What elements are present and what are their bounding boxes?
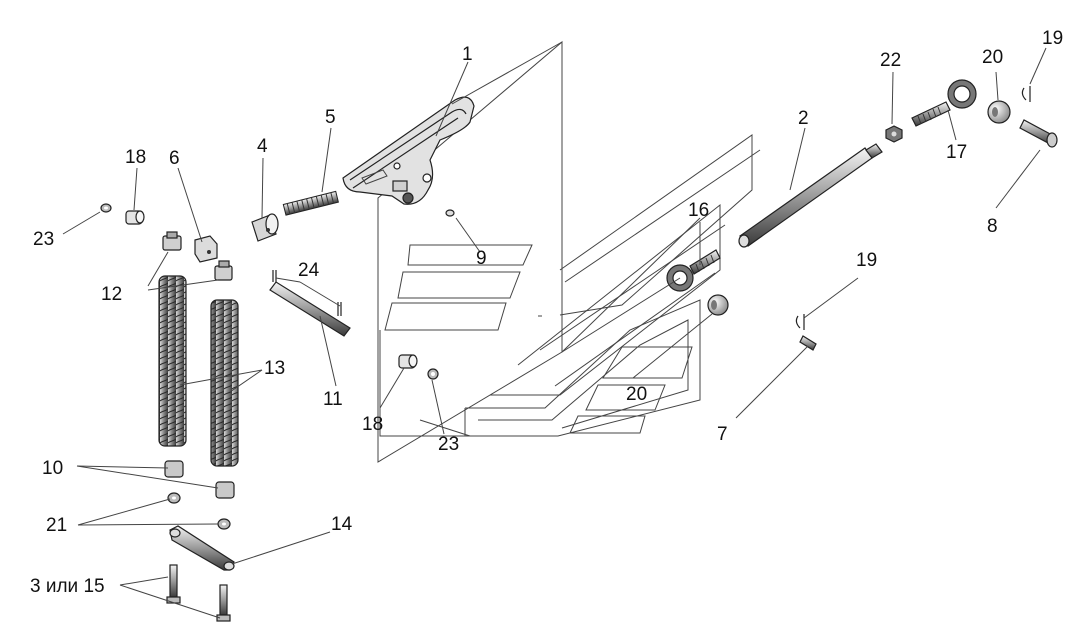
callout-2: 2 <box>798 108 809 129</box>
callout-17: 17 <box>946 142 967 163</box>
ball-joints-part-20 <box>707 100 1011 316</box>
bolts-part-3-15 <box>166 564 231 622</box>
nut-part-22 <box>885 125 903 143</box>
rod-end-part-16 <box>666 249 721 292</box>
callout-labels: 1 2 3 или 15 4 5 6 7 8 9 10 11 12 13 14 … <box>30 28 1063 597</box>
lower-bracket-part-14 <box>169 525 235 571</box>
callout-18-lower: 18 <box>362 414 383 435</box>
ring-part-23-lower <box>427 368 439 380</box>
callout-7: 7 <box>717 424 728 445</box>
main-rod-part-2 <box>738 143 883 248</box>
callout-21: 21 <box>46 515 67 536</box>
callout-19-lower: 19 <box>856 250 877 271</box>
callout-19-upper: 19 <box>1042 28 1063 49</box>
bushing-part-4 <box>251 213 279 242</box>
callout-20-upper: 20 <box>982 47 1003 68</box>
callout-14: 14 <box>331 514 353 535</box>
pin-part-7 <box>799 335 817 351</box>
callout-23-lower: 23 <box>438 434 459 455</box>
callout-16: 16 <box>688 200 709 221</box>
callout-10: 10 <box>42 458 63 479</box>
callout-22: 22 <box>880 50 901 71</box>
callout-5: 5 <box>325 107 336 128</box>
callout-9: 9 <box>476 248 487 269</box>
callout-4: 4 <box>257 136 268 157</box>
callout-1: 1 <box>462 44 473 65</box>
callout-12: 12 <box>101 284 122 305</box>
block-part-6 <box>194 235 218 263</box>
pin-part-8 <box>1019 119 1058 148</box>
leader-lines <box>62 41 1047 619</box>
callout-11: 11 <box>323 389 343 410</box>
spring-end-caps-part-12 <box>162 231 233 281</box>
callout-20-lower: 20 <box>626 384 647 405</box>
small-pin-part-9 <box>445 209 455 217</box>
callout-6: 6 <box>169 148 180 169</box>
callout-23-upper: 23 <box>33 229 54 250</box>
lower-nuts-part-10 <box>164 460 235 499</box>
callout-8: 8 <box>987 216 998 237</box>
spacer-part-18-upper <box>125 210 145 225</box>
ring-part-23-upper <box>100 203 112 213</box>
cab-panel-slots <box>384 244 693 434</box>
callout-3-or-15: 3 или 15 <box>30 576 105 597</box>
rod-part-11 <box>269 281 351 337</box>
callout-24: 24 <box>298 260 320 281</box>
callout-18-upper: 18 <box>125 147 146 168</box>
rod-end-part-17 <box>911 79 977 127</box>
spacer-part-18-lower <box>398 354 418 369</box>
cab-frame-outline <box>377 40 761 463</box>
coil-springs-part-13 <box>158 275 239 467</box>
lever-bracket-part <box>342 96 475 205</box>
callout-13: 13 <box>264 358 285 379</box>
threaded-stud-part <box>282 190 339 216</box>
cotter-pins-part-19 <box>795 86 1031 330</box>
